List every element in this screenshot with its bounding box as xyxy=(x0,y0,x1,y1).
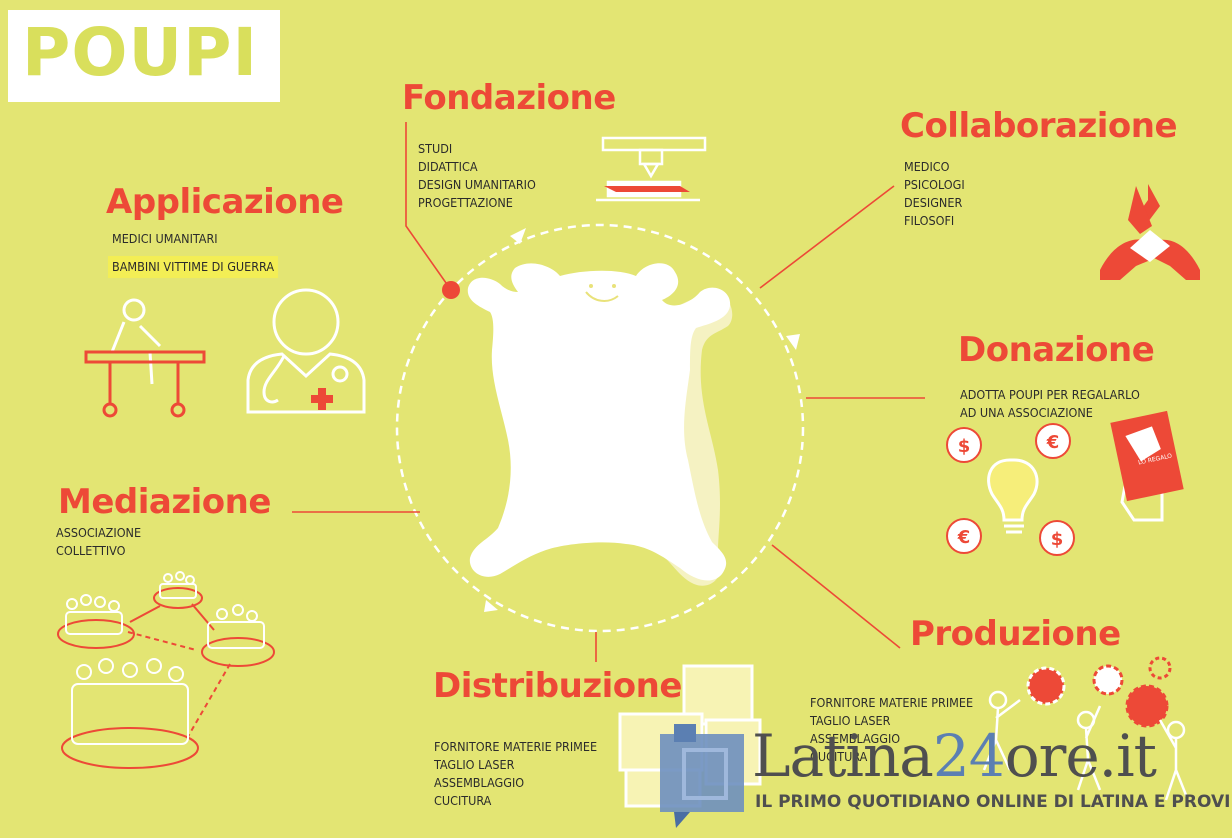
list-item: COLLETTIVO xyxy=(56,543,126,558)
logo-box xyxy=(8,10,280,102)
teddy-bear-icon xyxy=(467,263,733,586)
list-item: PSICOLOGI xyxy=(904,177,965,192)
coin-symbols: $ € € $ xyxy=(957,432,1064,550)
poupi-logo: POUPI xyxy=(22,14,258,91)
list-fondazione: STUDI DIDATTICA DESIGN UMANITARIO PROGET… xyxy=(418,140,536,212)
list-item: DIDATTICA xyxy=(418,159,478,174)
list-item: ASSOCIAZIONE xyxy=(56,525,142,540)
watermark-title: Latina24ore.it xyxy=(752,722,1157,790)
cycle-arrow-top xyxy=(510,228,526,244)
list-collaborazione: MEDICO PSICOLOGI DESIGNER FILOSOFI xyxy=(904,158,965,230)
cycle-arrow-bottom xyxy=(484,600,498,612)
watermark-name-part2: ore.it xyxy=(1004,722,1157,790)
heading-distribuzione: Distribuzione xyxy=(433,666,682,706)
list-item: DESIGN UMANITARIO xyxy=(418,177,536,192)
people-network-icon xyxy=(57,571,275,769)
list-item: CUCITURA xyxy=(434,793,492,808)
list-item: CUCITURA xyxy=(810,749,868,764)
medical-cross xyxy=(311,388,333,410)
watermark-name-part1: Latina xyxy=(752,722,934,790)
coins-lightbulb-icon xyxy=(946,423,1075,556)
connector-fondazione xyxy=(405,122,452,291)
watermark-tagline: IL PRIMO QUOTIDIANO ONLINE DI LATINA E P… xyxy=(755,792,1232,812)
list-item: FILOSOFI xyxy=(904,213,955,228)
list-item: TAGLIO LASER xyxy=(434,757,515,772)
watermark-logo-icon xyxy=(660,724,744,828)
heading-fondazione: Fondazione xyxy=(402,78,616,118)
hands-collaboration-icon xyxy=(1100,184,1200,280)
list-item: ASSEMBLAGGIO xyxy=(810,731,901,746)
list-item: PROGETTAZIONE xyxy=(418,195,513,210)
gift-phone-icon xyxy=(1110,410,1184,522)
list-mediazione: ASSOCIAZIONE COLLETTIVO xyxy=(56,524,141,560)
heading-mediazione: Mediazione xyxy=(58,482,271,522)
heading-collaborazione: Collaborazione xyxy=(900,106,1178,146)
list-item-highlighted: BAMBINI VITTIME DI GUERRA xyxy=(108,256,279,278)
list-produzione: FORNITORE MATERIE PRIMEE TAGLIO LASER AS… xyxy=(810,694,973,766)
connector-produzione xyxy=(771,544,901,649)
gears-team-icon xyxy=(982,656,1190,801)
list-item: FORNITORE MATERIE PRIMEE xyxy=(810,695,974,710)
patient-bed-icon xyxy=(109,298,162,385)
list-item: ASSEMBLAGGIO xyxy=(434,775,525,790)
list-item: DESIGNER xyxy=(904,195,963,210)
heading-donazione: Donazione xyxy=(958,330,1155,370)
printer-3d-bed xyxy=(604,186,690,192)
list-item: MEDICI UMANITARI xyxy=(112,231,218,246)
svg-text:€: € xyxy=(957,527,971,548)
patient-bed-frame xyxy=(84,350,206,418)
connector-collaborazione xyxy=(759,185,895,289)
svg-text:$: $ xyxy=(1051,529,1064,550)
watermark-name-number: 24 xyxy=(932,722,1006,790)
list-donazione: ADOTTA POUPI PER REGALARLO AD UNA ASSOCI… xyxy=(960,386,1140,422)
cycle-circle xyxy=(395,223,805,633)
svg-text:€: € xyxy=(1046,432,1060,453)
list-applicazione: MEDICI UMANITARI BAMBINI VITTIME DI GUER… xyxy=(108,230,279,278)
cycle-arrow-right xyxy=(786,334,800,350)
doctor-icon xyxy=(246,288,366,414)
svg-text:$: $ xyxy=(958,436,971,457)
list-distribuzione: FORNITORE MATERIE PRIMEE TAGLIO LASER AS… xyxy=(434,738,597,810)
heading-applicazione: Applicazione xyxy=(106,182,344,222)
list-item: AD UNA ASSOCIAZIONE xyxy=(960,405,1093,420)
list-item: MEDICO xyxy=(904,159,950,174)
list-item: FORNITORE MATERIE PRIMEE xyxy=(434,739,598,754)
list-item: TAGLIO LASER xyxy=(810,713,891,728)
connector-lines xyxy=(292,122,925,662)
list-item: STUDI xyxy=(418,141,453,156)
list-item: ADOTTA POUPI PER REGALARLO xyxy=(960,387,1140,402)
heading-produzione: Produzione xyxy=(910,614,1121,654)
